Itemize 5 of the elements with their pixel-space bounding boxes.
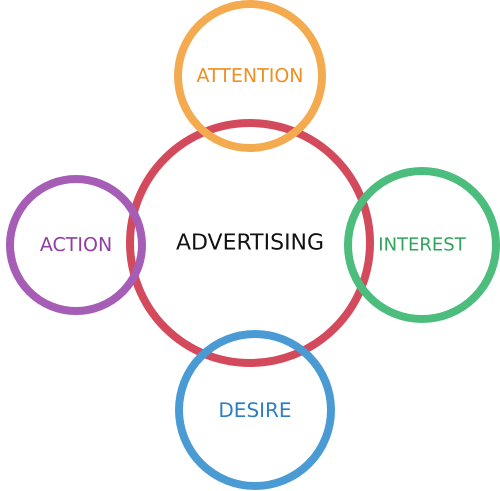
circle-label: ADVERTISING — [176, 230, 324, 256]
circle-label: DESIRE — [218, 398, 292, 422]
circle-label: ATTENTION — [196, 65, 304, 87]
circle-label: INTEREST — [378, 234, 466, 256]
circle-label: ACTION — [40, 234, 112, 256]
